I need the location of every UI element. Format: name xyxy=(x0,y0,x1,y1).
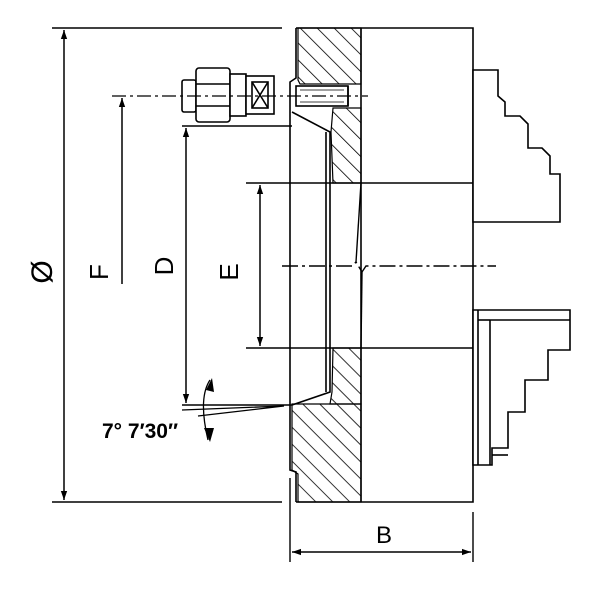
bolt-assembly xyxy=(181,67,349,123)
lower-flange-section xyxy=(291,403,362,503)
upper-flange-section xyxy=(297,27,362,85)
upper-jaw xyxy=(472,69,561,223)
flange-diameter-label: F xyxy=(84,264,114,280)
section-hatching xyxy=(291,27,362,503)
center-line xyxy=(282,182,496,349)
outer-diameter-label: Ø xyxy=(26,260,59,283)
bore-diameter-label: E xyxy=(214,263,244,280)
extension-lines xyxy=(52,27,474,562)
upper-taper-section xyxy=(330,107,362,184)
lower-jaw xyxy=(472,309,571,466)
dimension-lines xyxy=(60,30,471,556)
bore-outline xyxy=(182,111,473,406)
taper-angle-leader xyxy=(181,405,285,417)
register-diameter-label: D xyxy=(149,257,179,276)
body-length-label: B xyxy=(376,522,392,549)
taper-angle-label: 7° 7′30″ xyxy=(102,420,178,443)
lower-taper-section xyxy=(329,347,362,405)
